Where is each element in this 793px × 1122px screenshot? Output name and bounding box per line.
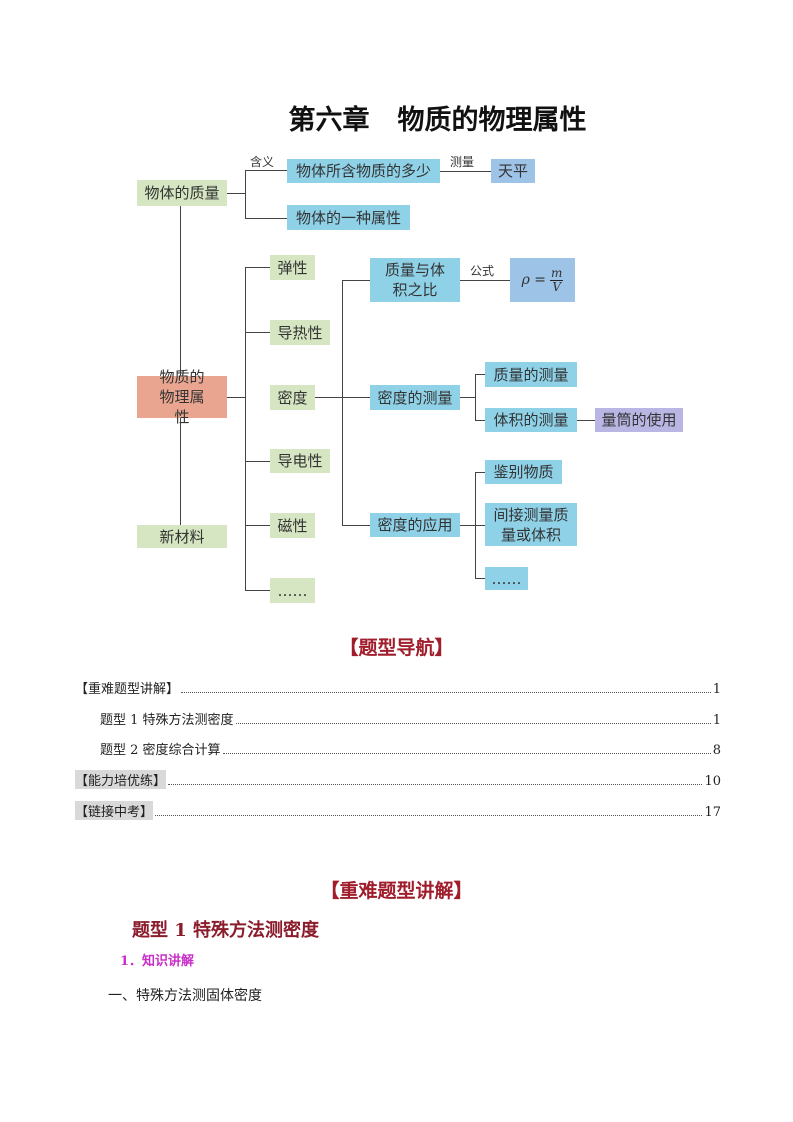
connector xyxy=(245,218,287,219)
toc-page: 1 xyxy=(712,682,721,697)
nav-heading: 【题型导航】 xyxy=(339,637,454,659)
node-balance: 天平 xyxy=(491,159,535,183)
connector xyxy=(460,280,510,281)
connector xyxy=(245,461,270,462)
toc-item[interactable]: 题型 2 密度综合计算 8 xyxy=(100,739,721,758)
measure-label: 测量 xyxy=(450,155,475,169)
node-more2: …… xyxy=(485,567,528,590)
connector xyxy=(245,170,246,218)
node-indirect: 间接测量质量或体积 xyxy=(485,503,577,546)
node-physical-props: 物质的物理属性 xyxy=(137,368,227,426)
toc-label: 【能力培优练】 xyxy=(75,770,167,789)
node-density-measure: 密度的测量 xyxy=(370,385,460,410)
body-text: 一、特殊方法测固体密度 xyxy=(108,988,262,1004)
toc-label: 题型 1 特殊方法测密度 xyxy=(100,713,234,728)
toc-page: 17 xyxy=(704,805,721,820)
toc-item[interactable]: 【重难题型讲解】 1 xyxy=(75,678,721,697)
chapter-title: 第六章物质的物理属性 xyxy=(0,98,793,137)
connector xyxy=(245,332,270,333)
connector xyxy=(245,525,270,526)
connector xyxy=(440,171,491,172)
toc-leader xyxy=(168,775,703,785)
connector xyxy=(475,578,485,579)
node-more: …… xyxy=(270,578,315,603)
connector xyxy=(245,267,246,591)
section-heading: 【重难题型讲解】 xyxy=(320,880,473,902)
toc-leader xyxy=(155,806,703,816)
section-subheading: 题型 1 特殊方法测密度 xyxy=(132,920,320,941)
formula-label: 公式 xyxy=(470,264,495,278)
toc-label: 【重难题型讲解】 xyxy=(75,682,180,697)
node-density-app: 密度的应用 xyxy=(370,513,460,537)
toc-label: 【链接中考】 xyxy=(75,801,154,820)
node-meaning: 物体所含物质的多少 xyxy=(287,159,440,183)
chapter-number: 第六章 xyxy=(288,105,370,136)
node-property: 物体的一种属性 xyxy=(287,205,410,230)
node-ratio: 质量与体积之比 xyxy=(370,258,460,302)
node-volume-measure: 体积的测量 xyxy=(485,408,577,432)
meaning-label: 含义 xyxy=(250,155,275,169)
node-identify: 鉴别物质 xyxy=(485,460,562,484)
node-new-materials: 新材料 xyxy=(137,525,227,548)
connector xyxy=(460,397,475,398)
toc-item[interactable]: 题型 1 特殊方法测密度 1 xyxy=(100,709,721,728)
node-mass-measure: 质量的测量 xyxy=(485,362,577,387)
toc-item[interactable]: 【能力培优练】 10 xyxy=(75,770,721,789)
connector xyxy=(475,374,485,375)
toc-page: 8 xyxy=(712,743,721,758)
toc-item[interactable]: 【链接中考】 17 xyxy=(75,801,721,820)
connector xyxy=(227,397,245,398)
connector xyxy=(342,525,370,526)
node-thermal: 导热性 xyxy=(270,320,330,345)
connector xyxy=(245,267,270,268)
toc-page: 10 xyxy=(704,774,721,789)
connector xyxy=(342,280,370,281)
toc-leader xyxy=(222,744,711,754)
connector xyxy=(460,525,475,526)
node-density: 密度 xyxy=(270,385,315,410)
node-magnetism: 磁性 xyxy=(270,513,315,538)
node-mass: 物体的质量 xyxy=(137,180,227,206)
toc-page: 1 xyxy=(712,713,721,728)
connector xyxy=(475,374,476,420)
connector xyxy=(475,472,485,473)
connector xyxy=(180,206,181,525)
connector xyxy=(227,193,245,194)
connector xyxy=(342,280,343,525)
node-electrical: 导电性 xyxy=(270,449,330,473)
node-cylinder: 量筒的使用 xyxy=(595,408,683,432)
connector xyxy=(475,420,485,421)
connector xyxy=(577,420,595,421)
connector xyxy=(475,525,485,526)
toc-leader xyxy=(235,714,711,724)
connector xyxy=(245,170,287,171)
point-heading: 1．知识讲解 xyxy=(120,954,195,969)
chapter-name: 物质的物理属性 xyxy=(397,105,587,136)
formula-denominator: V xyxy=(552,279,562,294)
formula-lhs: ρ = xyxy=(521,272,547,288)
node-elasticity: 弹性 xyxy=(270,255,315,280)
toc-leader xyxy=(181,683,711,693)
connector xyxy=(245,590,270,591)
formula-numerator: m xyxy=(550,265,564,281)
toc-label: 题型 2 密度综合计算 xyxy=(100,743,221,758)
